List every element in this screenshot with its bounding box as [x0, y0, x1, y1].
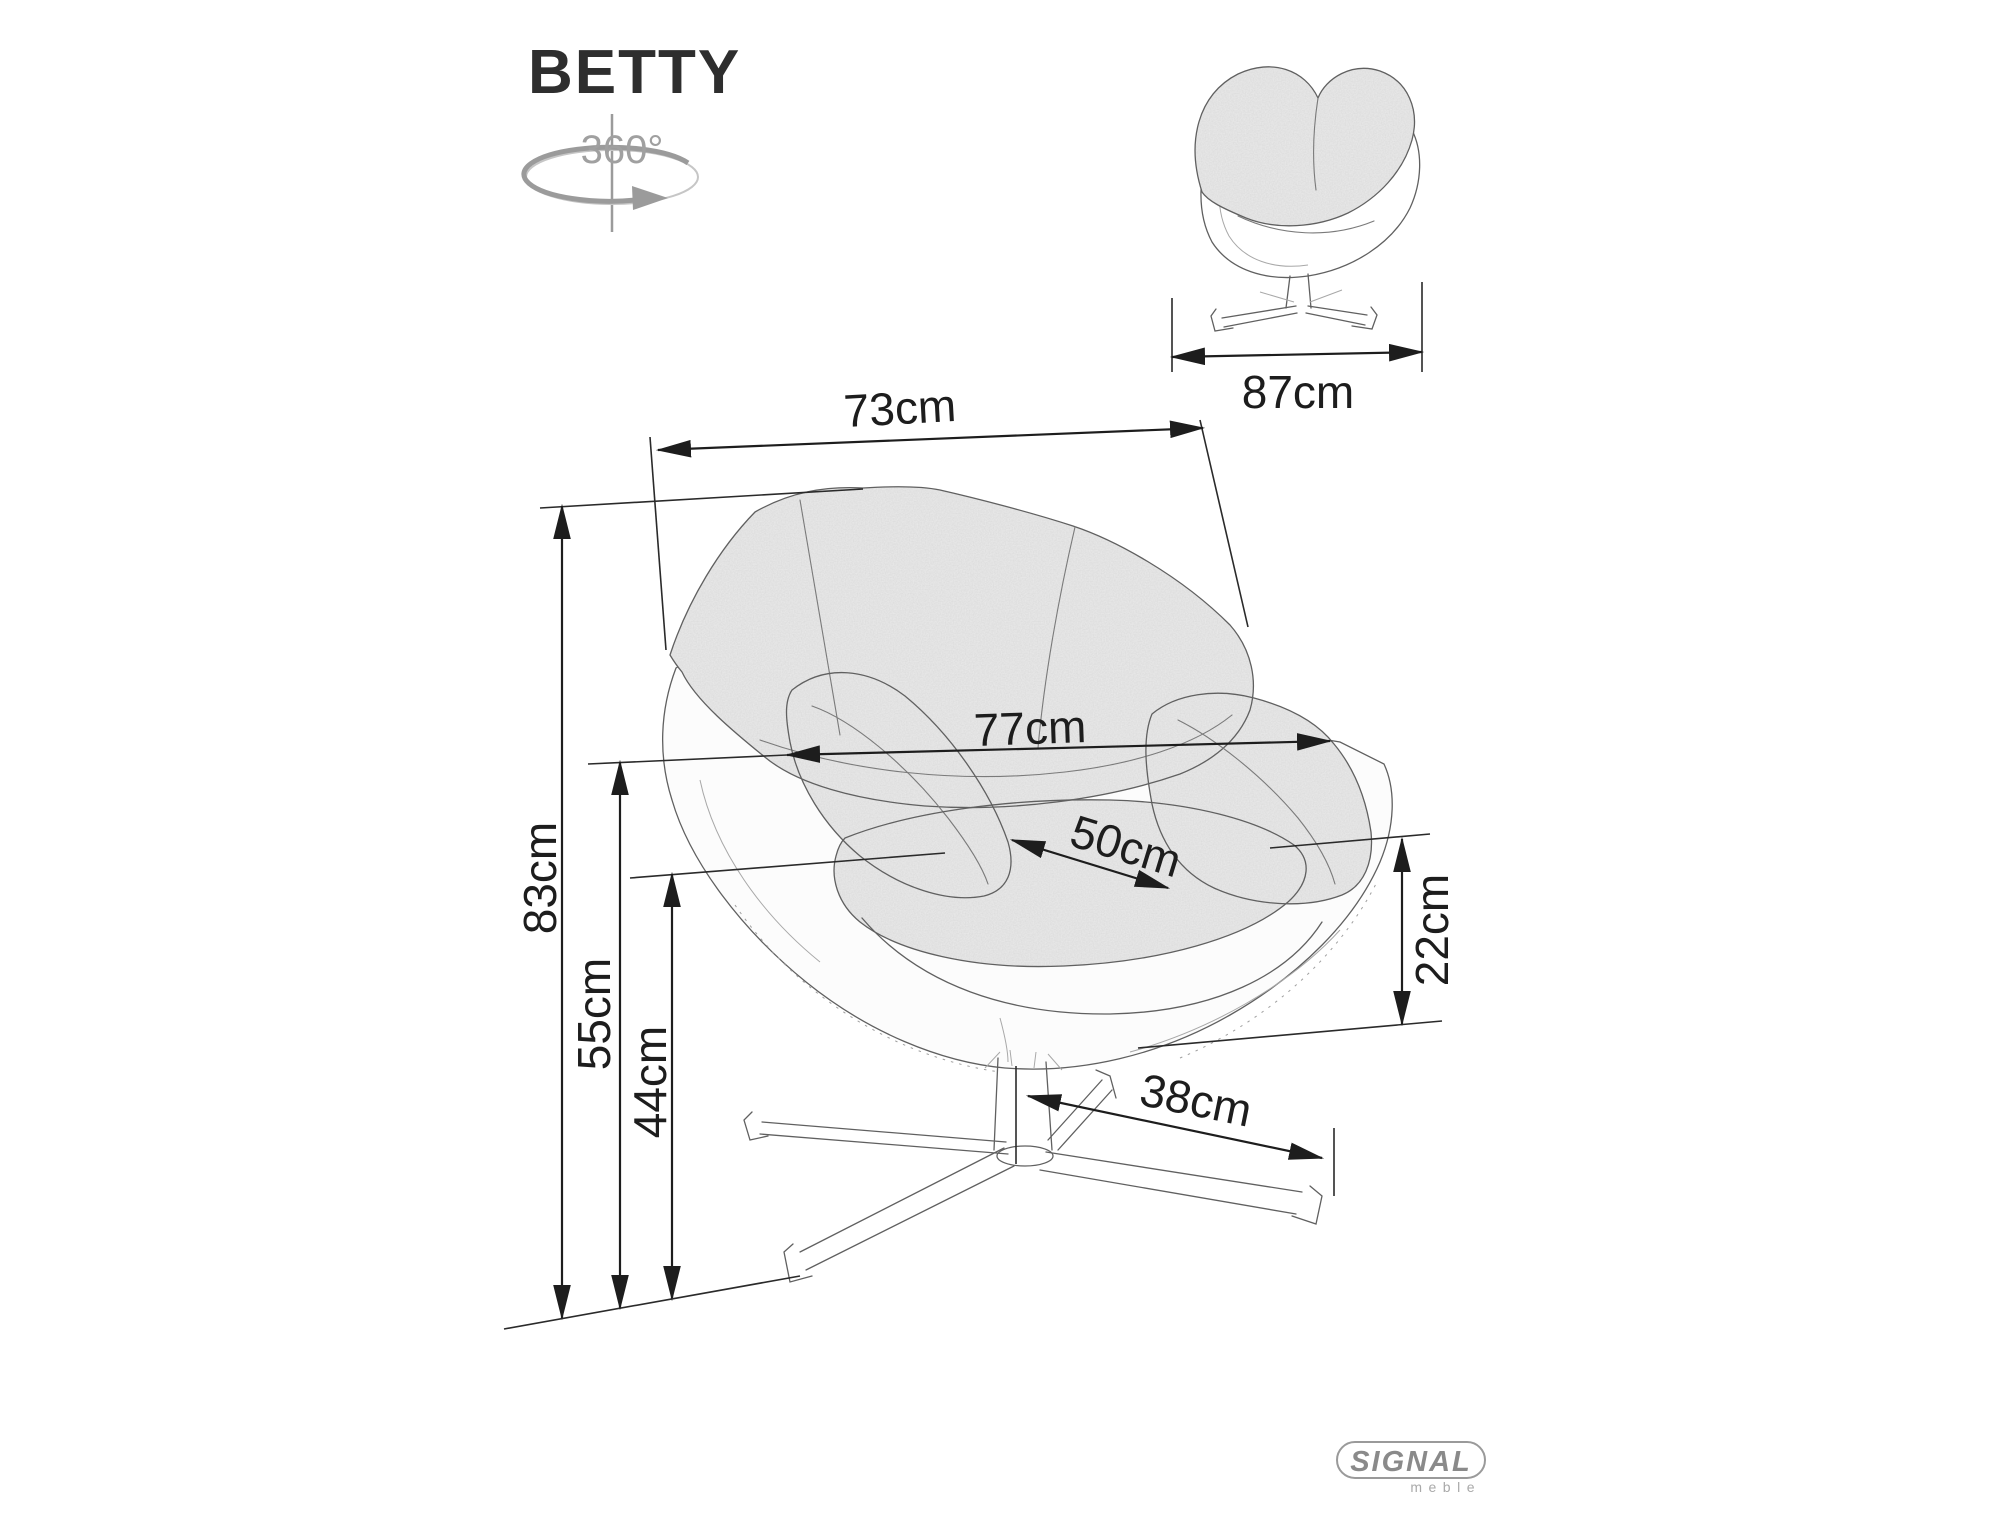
dimension-seat-height: 44cm [624, 852, 946, 1302]
logo-text: SIGNAL [1350, 1446, 1472, 1478]
dim-label-73: 73cm [842, 379, 957, 437]
backrest-seam-left [799, 499, 841, 736]
logo-pill-outline [1336, 1441, 1486, 1479]
dimension-total-height: 83cm [514, 488, 864, 1321]
chair-front-view-sketch [662, 486, 1393, 1283]
dim-label-55: 55cm [568, 958, 620, 1070]
side-seat-crease [1237, 215, 1375, 234]
dim-line-87 [1169, 343, 1425, 366]
dim-label-77: 77cm [973, 700, 1087, 756]
rotation-360-icon: 360° [521, 114, 699, 232]
side-left-foot [1210, 308, 1234, 332]
side-left-leg [1221, 305, 1298, 328]
dimension-armrest-height: 55cm [568, 759, 629, 1311]
dim-line-50 [1009, 838, 1171, 890]
ext-line-83-top [539, 488, 864, 509]
shell-front-seam [999, 1017, 1009, 1063]
side-right-foot [1351, 306, 1378, 330]
shell-rim-inner-right [1129, 929, 1341, 1053]
seat-front-band [861, 917, 1323, 1015]
dim-label-22: 22cm [1406, 874, 1458, 986]
dim-label-44: 44cm [624, 1026, 676, 1138]
dim-line-77 [784, 733, 1333, 763]
ext-line-44-top [629, 852, 946, 879]
ext-line-73-right [1199, 419, 1249, 628]
leg-front-left [799, 1147, 1015, 1271]
foot-front-right [1291, 1185, 1323, 1225]
foot-back-left [743, 1111, 769, 1141]
backrest-seam-right [1037, 526, 1076, 749]
dim-line-73 [655, 420, 1206, 458]
brand-logo: SIGNAL meble [1336, 1441, 1486, 1495]
pedestal-column [993, 1057, 1053, 1151]
logo-subtext: meble [1410, 1479, 1481, 1495]
dimension-base-leg: 38cm [1015, 1063, 1335, 1196]
ground-line [503, 1275, 801, 1330]
armrest-seam [811, 705, 989, 885]
dim-label-83: 83cm [514, 822, 566, 934]
pedestal-mount-strokes [984, 1049, 1063, 1071]
rotation-arrowhead [632, 186, 668, 210]
shell-stitch-left [734, 904, 1001, 1073]
foot-back-right [1095, 1069, 1117, 1099]
dim-label-38: 38cm [1136, 1063, 1257, 1136]
rotation-arrow-arc [521, 144, 690, 204]
dimension-backrest-width: 73cm [649, 379, 1249, 651]
dim-line-38 [1025, 1094, 1325, 1160]
dimension-armrest-span: 77cm [587, 700, 1333, 765]
side-right-leg [1305, 305, 1368, 326]
dim-label-87: 87cm [1242, 366, 1354, 418]
chair-side-view-sketch [1194, 66, 1421, 332]
ext-line-22-bottom [1137, 1020, 1443, 1049]
base-hub [996, 1145, 1054, 1167]
leg-back-left [759, 1121, 1009, 1155]
side-back-legs [1259, 289, 1343, 303]
ext-line-22-top [1269, 833, 1431, 849]
leg-back-right [1047, 1079, 1113, 1151]
dimension-shell-side: 22cm [1137, 833, 1458, 1049]
ext-line-73-left [649, 436, 667, 651]
shell-stitch-right [1179, 879, 1379, 1059]
side-pedestal-column [1285, 273, 1312, 309]
dimension-side-depth: 87cm [1169, 282, 1425, 418]
shell-rim-inner-left [699, 779, 821, 963]
leg-front-right [1039, 1151, 1303, 1215]
product-title: BETTY [528, 38, 741, 107]
side-cushion-crease [1312, 97, 1319, 191]
foot-front-left [783, 1243, 813, 1283]
rotation-degrees-label: 360° [581, 128, 664, 172]
